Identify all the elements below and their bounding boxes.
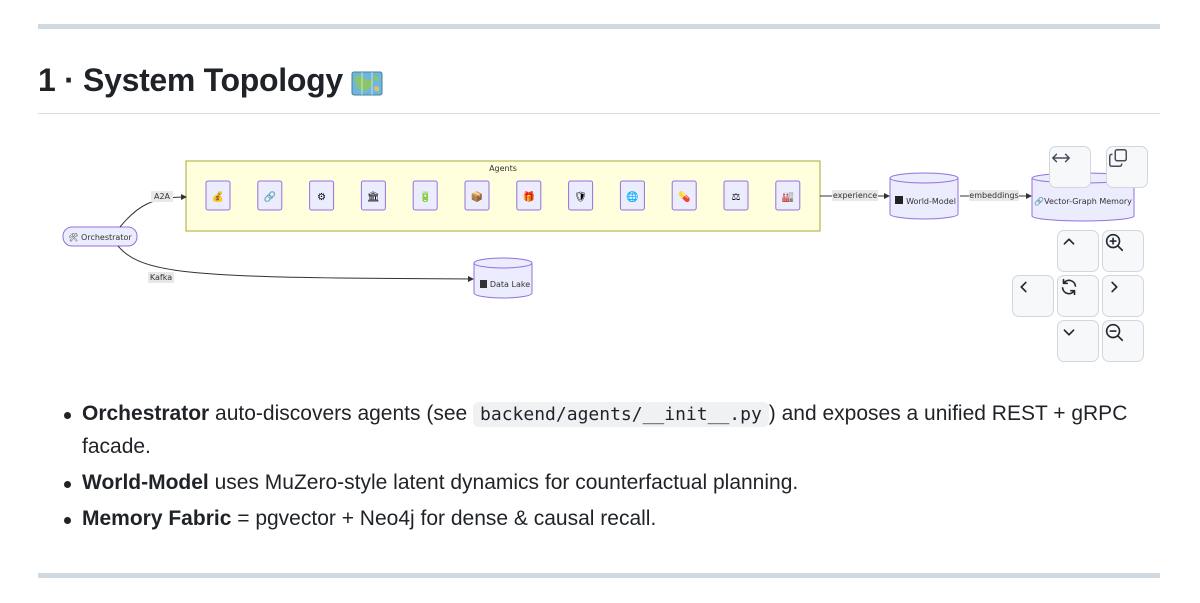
agent-node-icon: 🔋 (419, 190, 431, 203)
edge-experience-label-bg (832, 190, 878, 201)
chevron-left-icon (1020, 281, 1027, 293)
pan-up-button[interactable] (1057, 230, 1099, 272)
agent-node-icon: 🎁 (523, 190, 535, 203)
data-lake-label: Data Lake (490, 280, 530, 289)
agent-node-box (671, 180, 697, 211)
list-item-orchestrator: Orchestrator auto-discovers agents (see … (64, 398, 1160, 463)
chevron-up-icon (1063, 238, 1075, 245)
agents-group-label: Agents (489, 164, 517, 173)
edge-experience-label: experience (833, 191, 877, 200)
agent-node-box (412, 180, 438, 211)
agent-node-box (619, 180, 645, 211)
agent-node[interactable]: ⚖ (723, 180, 749, 211)
agent-node-box (568, 180, 594, 211)
data-lake-node[interactable]: Data Lake (473, 257, 533, 299)
zoom-in-button[interactable] (1102, 230, 1144, 272)
world-model-node[interactable]: World-Model (889, 172, 959, 220)
horizontal-arrows-icon (1052, 153, 1070, 163)
agent-node-icon: 📦 (471, 190, 483, 203)
bullet-term: Orchestrator (82, 402, 210, 425)
copy-button[interactable] (1106, 146, 1148, 188)
list-item-memory-fabric: Memory Fabric = pgvector + Neo4j for den… (64, 503, 1160, 535)
bullet-text: = pgvector + Neo4j for dense & causal re… (231, 507, 657, 530)
zoom-out-icon (1105, 323, 1124, 342)
agent-node[interactable]: 🔗 (257, 180, 283, 211)
bullet-term: World-Model (82, 471, 209, 494)
diagram-canvas: Agents 💰 🔗 ⚙ 🏛 🔋 📦 🎁 🛡 🌐 💊 ⚖ 🏭 🛠 Orchestrator A2A K… (62, 160, 1135, 299)
bullet-text-after: ) and exposes a unified REST + gRPC faca… (82, 402, 1128, 458)
bullet-text: auto-discovers agents (see (209, 402, 474, 425)
agent-node-box (723, 180, 749, 211)
edge-a2a-label-bg (151, 191, 173, 202)
reset-icon (1061, 278, 1077, 296)
agent-node-icon: ⚙ (317, 192, 326, 203)
agent-node-icon: 💊 (678, 190, 691, 203)
pan-down-button[interactable] (1057, 320, 1099, 362)
agent-node-box (516, 180, 542, 211)
pan-left-button[interactable] (1012, 275, 1054, 317)
zoom-out-button[interactable] (1102, 320, 1144, 362)
agent-node[interactable]: 💊 (671, 180, 697, 211)
agent-node[interactable]: ⚙ (309, 180, 335, 211)
topology-bullet-list: Orchestrator auto-discovers agents (see … (38, 398, 1160, 539)
world-model-label: World-Model (906, 197, 956, 206)
agent-node[interactable]: 🌐 (619, 180, 645, 211)
agent-node[interactable]: 🏛 (360, 180, 386, 211)
edge-kafka-label-bg (148, 272, 174, 283)
bullet-term: Memory Fabric (82, 507, 232, 530)
agent-node[interactable]: 🔋 (412, 180, 438, 211)
agent-node-icon: 💰 (212, 190, 224, 203)
agent-node[interactable]: 🎁 (516, 180, 542, 211)
agent-nodes: 💰 🔗 ⚙ 🏛 🔋 📦 🎁 🛡 🌐 💊 ⚖ 🏭 (205, 180, 801, 211)
copy-icon (1109, 149, 1127, 167)
section-heading: 1 · System Topology (38, 62, 383, 99)
agent-node[interactable]: 📦 (464, 180, 490, 211)
fit-width-button[interactable] (1049, 146, 1091, 188)
agent-node[interactable]: 🏭 (775, 180, 801, 211)
topology-diagram[interactable]: Agents 💰 🔗 ⚙ 🏛 🔋 📦 🎁 🛡 🌐 💊 ⚖ 🏭 🛠 Orchestrator A2A K… (38, 130, 1160, 370)
chevron-right-icon (1111, 281, 1118, 293)
edge-a2a-label: A2A (154, 192, 171, 201)
agent-node-box (464, 180, 490, 211)
agent-node[interactable]: 🛡 (568, 180, 594, 211)
orchestrator-label: 🛠 Orchestrator (68, 233, 132, 242)
agent-node-icon: 🏭 (782, 191, 794, 203)
agent-node-box (775, 180, 801, 211)
agent-node-box (205, 180, 231, 211)
pan-right-button[interactable] (1102, 275, 1144, 317)
agent-node-icon: 🏛 (367, 191, 380, 203)
edge-embeddings-label: embeddings (969, 191, 1018, 200)
world-map-icon (351, 68, 383, 96)
vector-graph-memory-label: 🔗Vector-Graph Memory (1034, 196, 1132, 206)
agent-node-icon: 🔗 (264, 190, 277, 203)
bottom-divider (38, 573, 1160, 578)
zoom-in-icon (1105, 233, 1124, 252)
agent-node-box (257, 180, 283, 211)
agent-node-icon: 🛡 (574, 191, 587, 203)
edge-a2a (119, 194, 187, 228)
heading-text: 1 · System Topology (38, 62, 343, 98)
edge-kafka-label: Kafka (150, 273, 172, 282)
agents-group (185, 160, 821, 232)
inline-code-path: backend/agents/__init__.py (473, 402, 769, 427)
bullet-text: uses MuZero-style latent dynamics for co… (208, 471, 799, 494)
edge-kafka (117, 245, 474, 282)
top-divider (38, 24, 1160, 29)
orchestrator-node[interactable] (62, 226, 138, 247)
agent-node-icon: 🌐 (626, 190, 638, 203)
chevron-down-icon (1063, 329, 1075, 336)
reset-view-button[interactable] (1057, 275, 1099, 317)
heading-underline (38, 113, 1160, 114)
agent-node-box (360, 180, 386, 211)
edge-embeddings-label-bg (969, 190, 1019, 201)
agent-node[interactable]: 💰 (205, 180, 231, 211)
agent-node-icon: ⚖ (732, 192, 741, 203)
agent-node-box (309, 180, 335, 211)
list-item-world-model: World-Model uses MuZero-style latent dyn… (64, 467, 1160, 499)
